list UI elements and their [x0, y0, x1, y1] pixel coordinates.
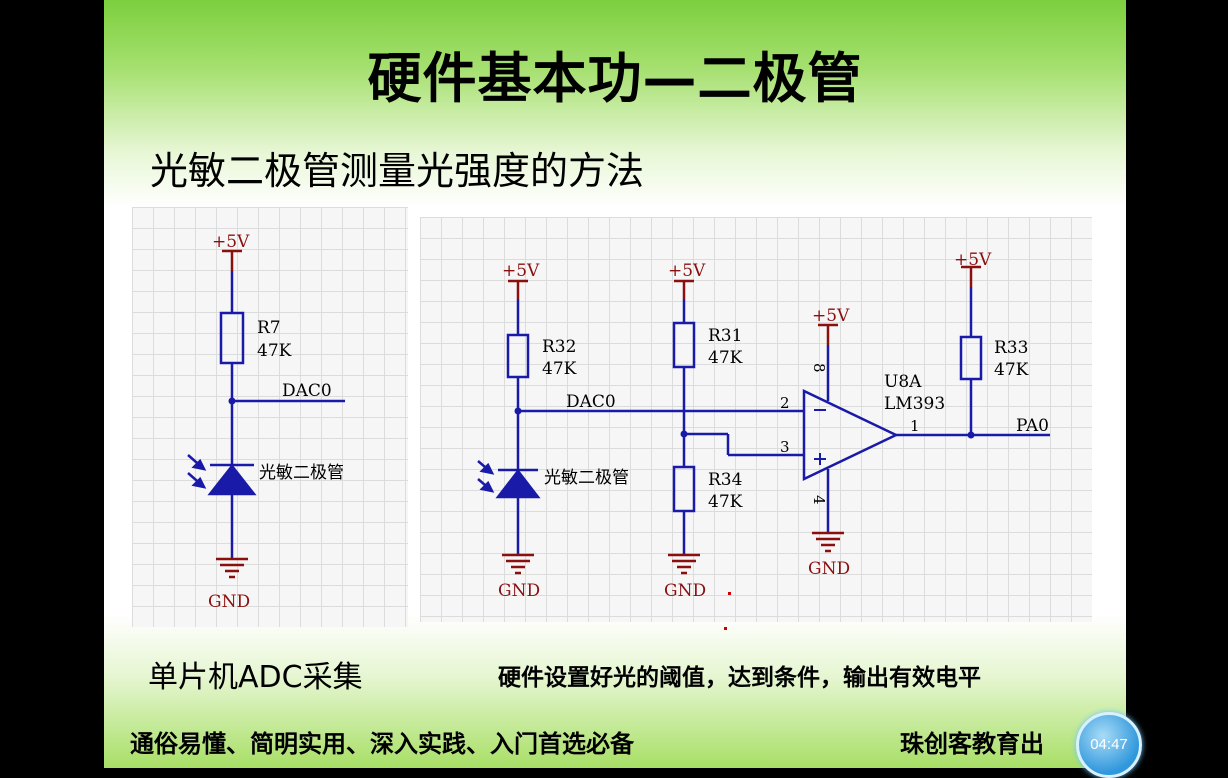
photodiode-symbol — [207, 463, 257, 496]
diode-label: 光敏二极管 — [544, 468, 629, 488]
gnd-label-b: GND — [664, 581, 706, 601]
gnd-label-a: GND — [498, 581, 540, 601]
adc-caption: 单片机ADC采集 — [148, 660, 363, 695]
comparator-part: LM393 — [884, 394, 945, 414]
output-net-label: PA0 — [1016, 416, 1049, 436]
r31-value: 47K — [708, 348, 743, 368]
r34-ref: R34 — [708, 470, 742, 490]
pin-4: 4 — [810, 495, 828, 505]
comparator-ref: U8A — [884, 372, 922, 392]
red-mark — [728, 592, 731, 595]
playback-timer[interactable]: 04:47 — [1076, 712, 1142, 778]
r32-ref: R32 — [542, 337, 576, 357]
pin-8: 8 — [810, 363, 828, 373]
pin-1: 1 — [910, 417, 920, 435]
r7-value: 47K — [257, 341, 292, 361]
net-label: DAC0 — [566, 392, 616, 412]
diode-label: 光敏二极管 — [259, 463, 344, 483]
comparator-symbol — [802, 389, 899, 481]
power-label-d: +5V — [954, 250, 992, 270]
r34-value: 47K — [708, 492, 743, 512]
pin-2: 2 — [780, 394, 790, 412]
power-label: +5V — [212, 232, 250, 252]
slide: 硬件基本功—二极管 光敏二极管测量光强度的方法 — [104, 0, 1126, 768]
r7-ref: R7 — [257, 318, 281, 338]
threshold-caption: 硬件设置好光的阈值，达到条件，输出有效电平 — [498, 665, 981, 691]
r32-value: 47K — [542, 359, 577, 379]
power-label-c: +5V — [812, 306, 850, 326]
net-label: DAC0 — [282, 381, 332, 401]
r31-ref: R31 — [708, 326, 742, 346]
gnd-label: GND — [208, 592, 250, 612]
power-label-a: +5V — [502, 261, 540, 281]
schematic-adc: +5V R7 47K DAC0 光敏二极管 GND — [132, 207, 408, 627]
footer-brand: 珠创客教育出 — [900, 730, 1044, 758]
slide-subtitle: 光敏二极管测量光强度的方法 — [150, 149, 645, 193]
r33-value: 47K — [994, 360, 1029, 380]
power-label-b: +5V — [668, 261, 706, 281]
red-mark — [724, 627, 727, 630]
footer-slogan: 通俗易懂、简明实用、深入实践、入门首选必备 — [130, 730, 634, 758]
slide-title: 硬件基本功—二极管 — [367, 47, 863, 110]
r33-ref: R33 — [994, 338, 1028, 358]
schematic-comparator: +5V +5V +5V +5V R32 47K R31 47K R34 47K … — [420, 217, 1092, 622]
resistor-r7 — [219, 311, 245, 365]
pin-3: 3 — [780, 438, 790, 456]
gnd-label-c: GND — [808, 559, 850, 579]
